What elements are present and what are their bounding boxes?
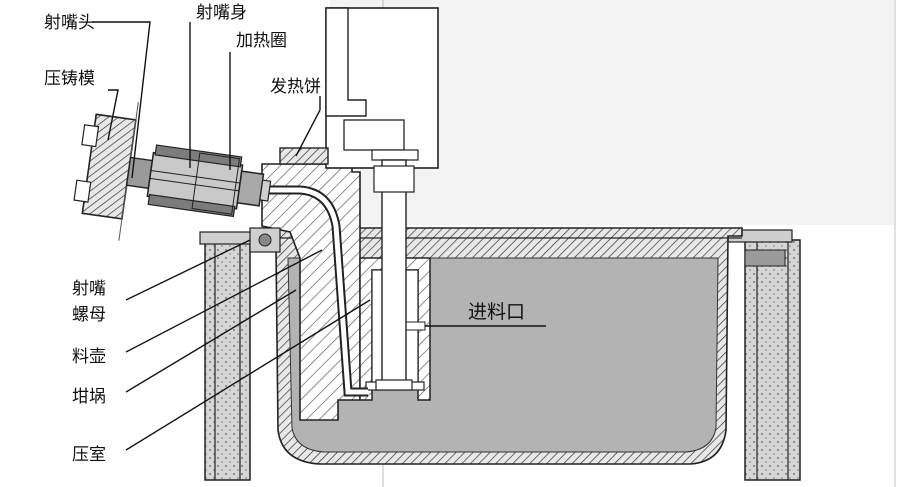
heating-ring (191, 152, 241, 215)
leader-heating-cake (295, 96, 321, 157)
label-die-mold: 压铸模 (44, 69, 95, 89)
label-nozzle-body: 射嘴身 (196, 3, 247, 23)
leader-gooseneck (125, 249, 323, 353)
leader-lines (92, 21, 546, 451)
nozzle-nut (236, 170, 265, 207)
label-heating-cake: 发热饼 (270, 77, 321, 97)
label-nozzle-nut-line1: 射嘴 (72, 279, 106, 299)
heating-cake-plate (279, 147, 329, 165)
furnace-wall-left (199, 231, 261, 481)
label-crucible: 坩埚 (72, 387, 106, 407)
inlet-port (404, 321, 426, 331)
label-pressure-chamber: 压室 (72, 445, 106, 465)
leader-crucible (125, 289, 297, 393)
label-inlet: 进料口 (468, 301, 525, 323)
nozzle-assembly (73, 101, 272, 241)
leader-nozzle-head (92, 21, 151, 179)
leader-nozzle-nut (125, 239, 251, 301)
label-nozzle-head: 射嘴头 (44, 13, 95, 33)
label-gooseneck: 料壶 (72, 347, 106, 367)
leader-pressure-chamber (125, 299, 371, 451)
label-nozzle-nut-line2: 螺母 (72, 305, 106, 325)
leader-die-mold (107, 89, 119, 141)
plunger-assembly (325, 7, 439, 391)
furnace-wall-right (727, 229, 801, 481)
label-heating-ring: 加热圈 (236, 31, 287, 51)
